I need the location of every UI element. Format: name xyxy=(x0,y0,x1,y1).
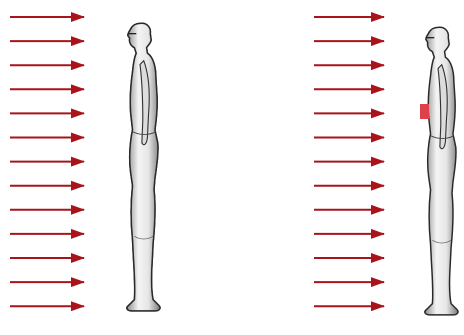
human-body-left xyxy=(127,23,160,311)
airflow-arrows-left xyxy=(10,17,84,306)
human-figure-left xyxy=(127,23,160,311)
airflow-arrows-right xyxy=(314,17,384,306)
measurement-patch xyxy=(420,104,429,119)
human-figure-right xyxy=(420,27,458,315)
human-body-right xyxy=(425,27,458,315)
